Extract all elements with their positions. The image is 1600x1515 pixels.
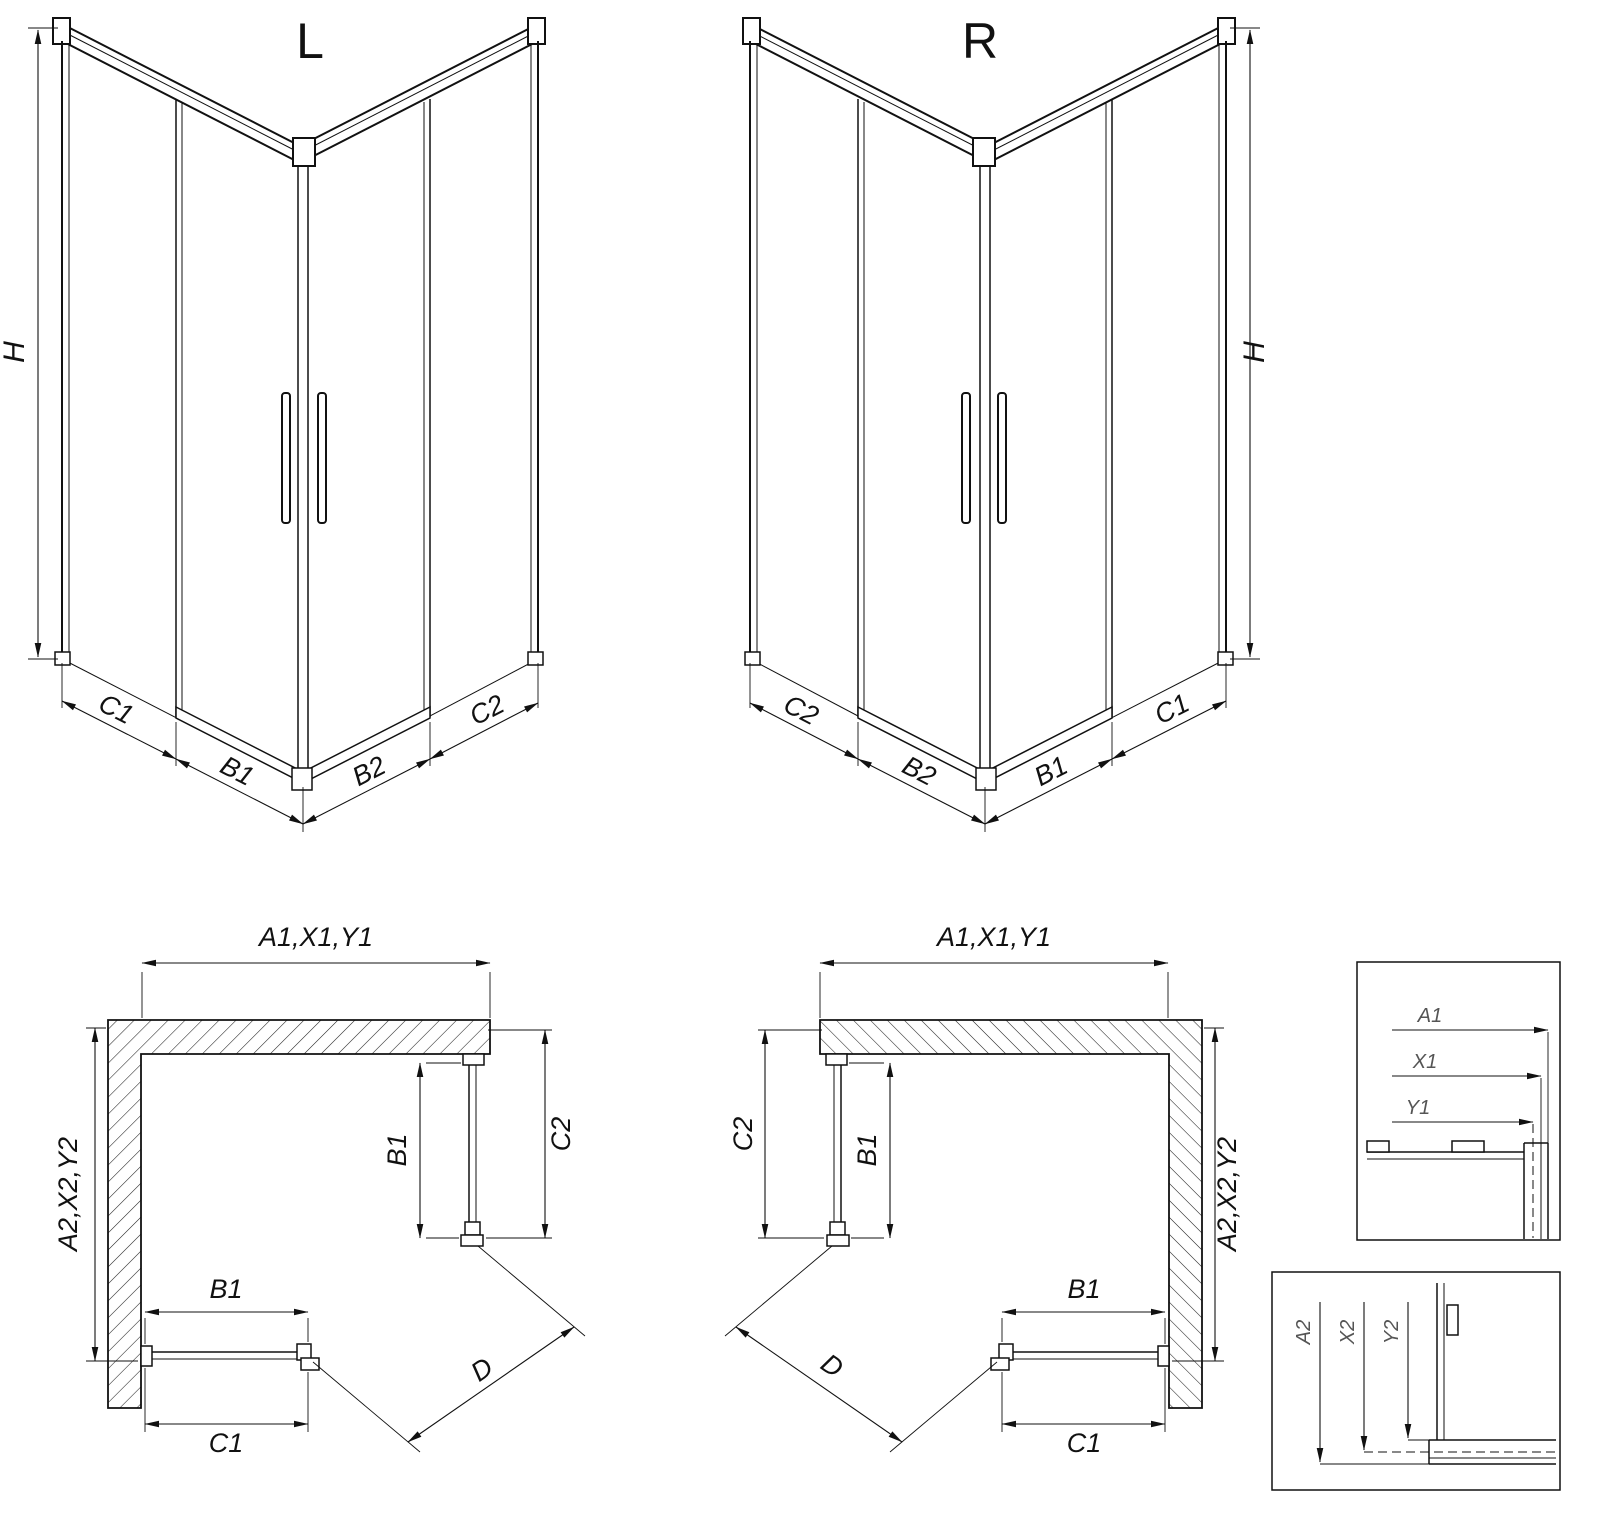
- detail-dim-a2: A2: [1293, 1320, 1315, 1345]
- iso-right-figure: R H C2 B2 B1 C1: [743, 13, 1271, 832]
- plan-left-dim-side-door: B1: [382, 1133, 412, 1166]
- plan-left-dim-front-door: B1: [209, 1274, 242, 1304]
- iso-left-dim-c1: C1: [94, 688, 138, 730]
- plan-left-dim-diagonal: D: [465, 1352, 498, 1388]
- iso-right-dim-c1: C1: [1150, 688, 1194, 730]
- iso-left-figure: L H C1 B1 B2 C2: [0, 13, 545, 832]
- plan-right-dim-width: A1,X1,Y1: [935, 922, 1051, 952]
- detail-dim-y2: Y2: [1381, 1320, 1403, 1344]
- iso-right-dim-c2: C2: [779, 689, 823, 731]
- iso-left-dim-h: H: [0, 341, 31, 363]
- iso-left-title: L: [296, 13, 324, 69]
- detail-horizontal-section: A1 X1 Y1: [1356, 961, 1561, 1241]
- plan-right-dim-side-fixed: C2: [728, 1117, 758, 1152]
- plan-left-figure: A1,X1,Y1 A2,X2,Y2 B1 C2 B1 C1 D: [53, 922, 585, 1458]
- plan-left-dim-side-fixed: C2: [546, 1117, 576, 1152]
- detail-dim-x1: X1: [1412, 1051, 1437, 1073]
- plan-right-figure: A1,X1,Y1 A2,X2,Y2 B1 C2 B1 C1 D: [725, 922, 1242, 1458]
- plan-right-lineart: [725, 963, 1224, 1452]
- detail-dim-y1: Y1: [1406, 1097, 1430, 1119]
- iso-left-dim-c2: C2: [465, 689, 509, 731]
- plan-left-lineart: [86, 963, 585, 1452]
- detail-dim-x2: X2: [1337, 1320, 1359, 1345]
- plan-left-dim-width: A1,X1,Y1: [257, 922, 373, 952]
- plan-right-dim-depth: A2,X2,Y2: [1212, 1137, 1242, 1253]
- plan-right-dim-diagonal: D: [816, 1348, 849, 1384]
- iso-right-dim-h: H: [1238, 341, 1271, 363]
- plan-right-dim-front-fixed: C1: [1067, 1428, 1102, 1458]
- plan-right-dim-side-door: B1: [852, 1133, 882, 1166]
- detail-dim-a1: A1: [1417, 1005, 1442, 1027]
- plan-left-dim-front-fixed: C1: [209, 1428, 244, 1458]
- iso-right-title: R: [962, 13, 998, 69]
- plan-left-dim-depth: A2,X2,Y2: [53, 1137, 83, 1253]
- detail-vertical-section: A2 X2 Y2: [1271, 1271, 1561, 1491]
- plan-right-dim-front-door: B1: [1067, 1274, 1100, 1304]
